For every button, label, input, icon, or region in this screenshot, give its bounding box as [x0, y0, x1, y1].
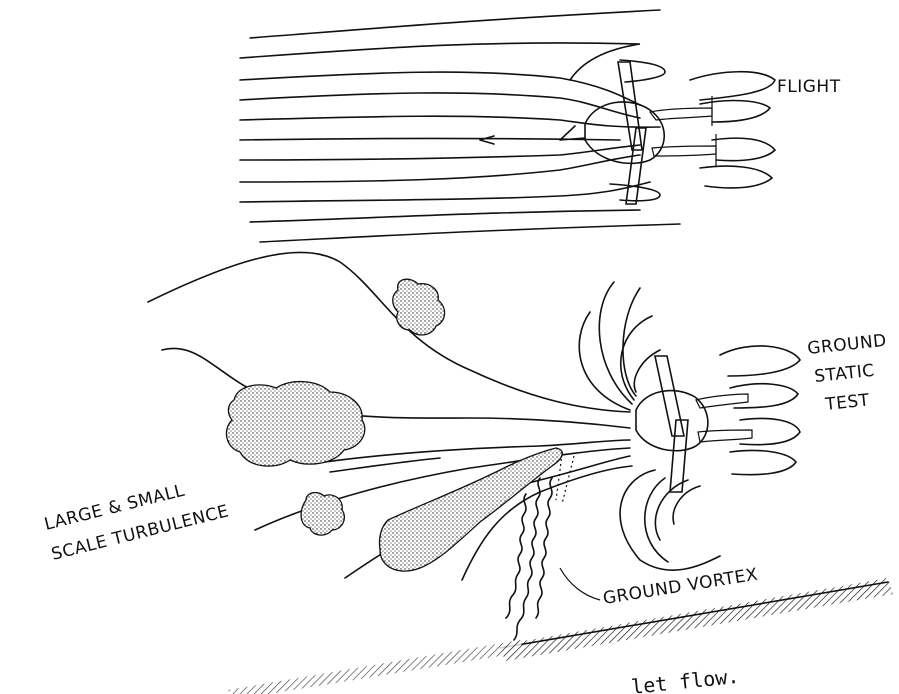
turbulence-blob-elongated: [379, 448, 562, 571]
turbulence-blob-large: [226, 382, 364, 467]
label-ground-3: TEST: [823, 390, 870, 415]
caption-region: let flow.: [228, 640, 740, 694]
label-ground-vortex: GROUND VORTEX: [602, 565, 760, 609]
turbulence-blobs: [226, 279, 562, 571]
turbulence-blob-small-top: [393, 279, 445, 335]
turbulence-blob-small-left: [301, 493, 344, 536]
label-ground-1: GROUND: [806, 331, 887, 359]
flight-nacelle: [585, 62, 775, 204]
label-ground-2: STATIC: [813, 361, 875, 387]
label-flight: FLIGHT: [777, 77, 841, 97]
caption-fragment: let flow.: [630, 664, 740, 694]
flight-streamlines: [240, 10, 680, 242]
